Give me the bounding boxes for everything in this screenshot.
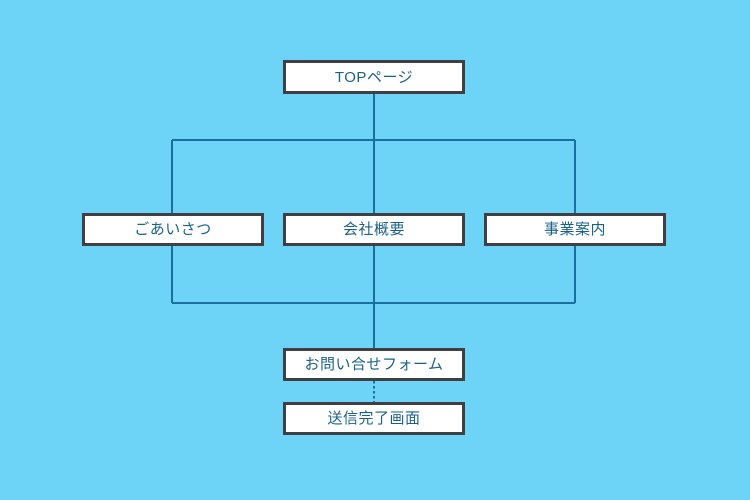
node-contact-form[interactable]: お問い合せフォーム [283,348,465,381]
node-business-guide-label: 事業案内 [543,221,606,238]
node-send-complete-label: 送信完了画面 [327,410,421,427]
node-greeting-label: ごあいさつ [134,221,212,238]
node-business-guide[interactable]: 事業案内 [484,213,666,246]
node-greeting[interactable]: ごあいさつ [82,213,264,246]
node-contact-form-label: お問い合せフォーム [304,356,444,373]
node-top-page-label: TOPページ [334,68,414,86]
node-company-profile[interactable]: 会社概要 [283,213,465,246]
node-top-page[interactable]: TOPページ [283,60,465,94]
node-send-complete[interactable]: 送信完了画面 [283,402,465,435]
node-company-profile-label: 会社概要 [342,221,405,238]
